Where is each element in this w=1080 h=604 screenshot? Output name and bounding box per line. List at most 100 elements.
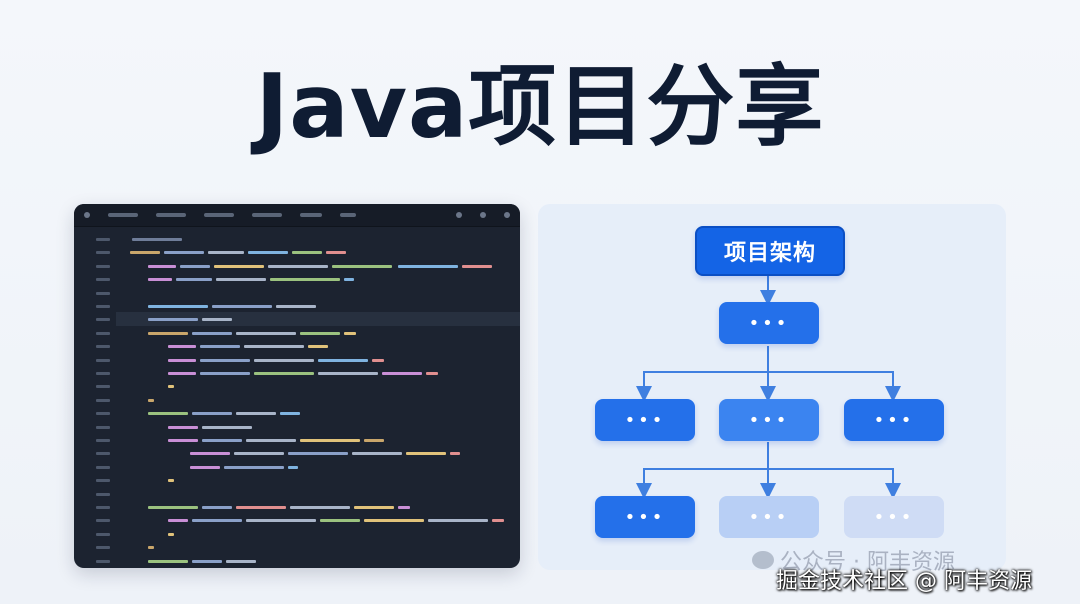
code-token (148, 506, 198, 509)
diagram-connectors (636, 274, 901, 499)
code-token (148, 318, 198, 322)
menu-item[interactable] (300, 213, 322, 217)
code-token (318, 372, 378, 375)
code-token (462, 264, 492, 268)
line-number-gutter (74, 226, 116, 568)
code-token (234, 452, 284, 456)
line-number (96, 465, 110, 469)
code-token (318, 358, 368, 362)
code-token (148, 278, 172, 282)
code-token (202, 318, 232, 322)
line-number (96, 278, 110, 282)
code-token (344, 278, 354, 282)
code-token (382, 372, 422, 375)
root-node[interactable]: 项目架构 (695, 226, 845, 276)
code-token (148, 264, 176, 268)
code-token (168, 385, 174, 389)
wechat-watermark: 公众号 · 阿丰资源 (752, 544, 955, 576)
code-token (254, 358, 314, 362)
code-token (276, 305, 316, 308)
code-token (192, 412, 232, 416)
line-number (96, 372, 110, 375)
code-token (226, 559, 256, 563)
code-token (280, 412, 300, 416)
diagram-node[interactable]: ••• (719, 399, 819, 441)
code-token (300, 439, 360, 442)
code-token (200, 358, 250, 362)
line-number (96, 492, 110, 496)
line-number (96, 358, 110, 362)
code-token (208, 251, 244, 255)
menu-item[interactable] (156, 213, 186, 217)
code-token (300, 331, 340, 335)
line-number (96, 331, 110, 335)
menu-item[interactable] (204, 213, 234, 217)
code-token (168, 439, 198, 442)
line-number (96, 425, 110, 429)
line-number (96, 385, 110, 389)
code-token (192, 331, 232, 335)
code-token (214, 264, 264, 268)
line-number (96, 412, 110, 416)
code-token (164, 251, 204, 255)
code-token (428, 519, 488, 523)
menu-item[interactable] (340, 213, 356, 217)
code-token (168, 425, 198, 429)
code-token (290, 506, 350, 509)
code-token (320, 519, 360, 523)
code-area[interactable] (116, 226, 520, 568)
code-token (406, 452, 446, 456)
code-token (246, 519, 316, 523)
code-token (352, 452, 402, 456)
code-token (398, 264, 458, 268)
code-token (326, 251, 346, 255)
code-token (248, 251, 288, 255)
code-token (148, 331, 188, 335)
wechat-icon (752, 551, 774, 569)
line-number (96, 398, 110, 402)
code-token (212, 305, 272, 308)
code-token (268, 264, 328, 268)
code-token (200, 372, 250, 375)
code-token (202, 439, 242, 442)
code-token (332, 264, 392, 268)
diagram-node[interactable]: ••• (719, 302, 819, 344)
menu-item[interactable] (108, 213, 138, 217)
code-token (148, 412, 188, 416)
diagram-node[interactable]: ••• (719, 496, 819, 538)
page-title: Java项目分享 (255, 55, 825, 158)
menu-item[interactable] (252, 213, 282, 217)
code-token (176, 278, 212, 282)
minimize-icon[interactable] (456, 212, 462, 218)
code-token (492, 519, 504, 523)
code-token (288, 465, 298, 469)
code-token (308, 345, 328, 349)
code-token (148, 546, 154, 550)
code-token (246, 439, 296, 442)
code-token (270, 278, 340, 282)
diagram-node[interactable]: ••• (844, 399, 944, 441)
code-token (190, 452, 230, 456)
code-token (364, 519, 424, 523)
code-token (344, 331, 356, 335)
code-token (200, 345, 240, 349)
close-icon[interactable] (504, 212, 510, 218)
code-token (168, 372, 196, 375)
code-token (168, 479, 174, 483)
line-number (96, 251, 110, 255)
code-token (372, 358, 384, 362)
diagram-node[interactable]: ••• (844, 496, 944, 538)
settings-icon[interactable] (480, 212, 486, 218)
line-number (96, 559, 110, 563)
diagram-node[interactable]: ••• (595, 399, 695, 441)
code-token (190, 465, 220, 469)
line-number (96, 532, 110, 536)
line-number (96, 519, 110, 523)
code-token (148, 398, 154, 402)
diagram-node[interactable]: ••• (595, 496, 695, 538)
line-number (96, 305, 110, 308)
code-token (288, 452, 348, 456)
code-token (224, 465, 284, 469)
code-token (148, 305, 208, 308)
code-token (398, 506, 410, 509)
